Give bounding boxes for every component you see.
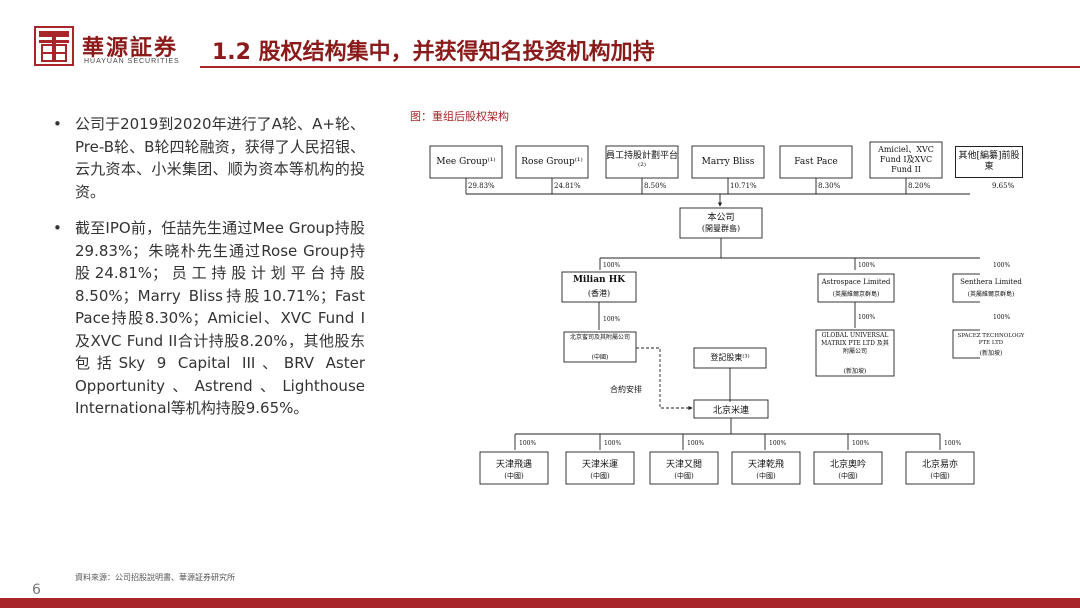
page-number: 6 <box>32 582 41 598</box>
pct-label: 9.65% <box>992 182 1015 190</box>
pct-label: 8.50% <box>644 182 667 190</box>
subsidiary-name: Milian HK <box>572 275 626 285</box>
pct-label: 8.30% <box>818 182 841 190</box>
subsidiary-place: (香港) <box>587 289 611 298</box>
company-name: 本公司 <box>707 213 735 223</box>
subsidiary-place: (新加坡) <box>979 350 1003 357</box>
equity-structure-diagram <box>429 141 980 485</box>
brand-name: 華源証券 <box>82 35 179 61</box>
opco-subsidiary-place: (中國) <box>756 472 776 480</box>
pct-label: 100% <box>993 314 1011 321</box>
shareholder-box: Mee Group⁽¹⁾ <box>436 157 496 167</box>
subsidiary-place: (中國) <box>591 354 609 361</box>
figure-title: 图：重组后股权架构 <box>410 110 509 123</box>
diagram-lines <box>479 271 980 485</box>
subsidiary-name: SPACEZ TECHNOLOGY PTE LTD <box>957 333 1025 346</box>
pct-label: 100% <box>858 314 876 321</box>
pct-label: 100% <box>944 440 962 447</box>
brand-subtitle: HUAYUAN SECURITIES <box>84 58 180 65</box>
page-title: 1.2 股权结构集中，并获得知名投资机构加持 <box>212 40 655 65</box>
diagram-labels: Mee Group⁽¹⁾ Rose Group⁽¹⁾ 員工持股計劃平台⁽²⁾ M… <box>400 130 1080 500</box>
pct-label: 100% <box>687 440 705 447</box>
shareholder-box: 員工持股計劃平台⁽²⁾ <box>606 151 679 172</box>
company-place: (開曼群島) <box>701 224 741 233</box>
opco-subsidiary-name: 天津又閲 <box>665 460 702 470</box>
pct-label: 100% <box>603 262 621 269</box>
contract-arrangement-label: 合約安排 <box>610 385 642 394</box>
bottom-bar <box>0 598 1080 608</box>
pct-label: 100% <box>858 262 876 269</box>
shareholder-box: Marry Bliss <box>701 157 755 167</box>
title-divider <box>200 66 1080 68</box>
opco-subsidiary-place: (中國) <box>930 472 950 480</box>
pct-label: 29.83% <box>468 182 495 190</box>
subsidiary-place: (新加坡) <box>843 368 867 375</box>
opco-subsidiary-name: 天津飛遇 <box>495 460 532 470</box>
pct-label: 100% <box>769 440 787 447</box>
bullet-list: 公司于2019到2020年进行了A轮、A+轮、Pre-B轮、B轮四轮融资，获得了… <box>45 113 365 434</box>
opco-subsidiary-name: 天津乾飛 <box>747 460 784 470</box>
bullet-financing: 公司于2019到2020年进行了A轮、A+轮、Pre-B轮、B轮四轮融资，获得了… <box>45 113 365 203</box>
pct-label: 100% <box>519 440 537 447</box>
subsidiary-name: GLOBAL UNIVERSAL MATRIX PTE LTD 及其附屬公司 <box>821 332 889 355</box>
shareholder-box: 其他[編纂]前股東 <box>955 146 1023 178</box>
opco-subsidiary-name: 北京易亦 <box>921 460 958 470</box>
source-note: 資料來源：公司招股說明書、華源証券研究所 <box>75 573 235 582</box>
pct-label: 10.71% <box>730 182 757 190</box>
pct-label: 100% <box>993 262 1011 269</box>
shareholder-box: Rose Group⁽¹⁾ <box>521 157 583 167</box>
subsidiary-name: Senthera Limited <box>960 278 1022 286</box>
subsidiary-name: Astrospace Limited <box>821 278 891 286</box>
bullet-shareholding: 截至IPO前，任喆先生通过Mee Group持股29.83%；朱晓朴先生通过Ro… <box>45 217 365 420</box>
opco-subsidiary-name: 北京奧吟 <box>829 460 866 470</box>
subsidiary-place: (英屬維爾京群島) <box>832 291 880 298</box>
pct-label: 100% <box>604 440 622 447</box>
opco-name: 北京米連 <box>712 406 749 416</box>
opco-subsidiary-place: (中國) <box>838 472 858 480</box>
opco-subsidiary-place: (中國) <box>674 472 694 480</box>
opco-subsidiary-place: (中國) <box>590 472 610 480</box>
pct-label: 100% <box>852 440 870 447</box>
opco-subsidiary-name: 天津米運 <box>581 460 618 470</box>
subsidiary-name: 北京蜜司及其附屬公司 <box>569 334 630 341</box>
shareholder-box: Fast Pace <box>794 157 838 167</box>
opco-subsidiary-place: (中國) <box>504 472 524 480</box>
pct-label: 100% <box>603 316 621 323</box>
shareholder-box: Amiciel、XVC Fund I及XVC Fund II <box>878 145 934 174</box>
logo-seal-icon <box>34 26 74 66</box>
registered-shareholders: 登記股東⁽³⁾ <box>710 353 750 362</box>
pct-label: 24.81% <box>554 182 581 190</box>
pct-label: 8.20% <box>908 182 931 190</box>
subsidiary-place: (英屬維爾京群島) <box>967 291 1015 298</box>
